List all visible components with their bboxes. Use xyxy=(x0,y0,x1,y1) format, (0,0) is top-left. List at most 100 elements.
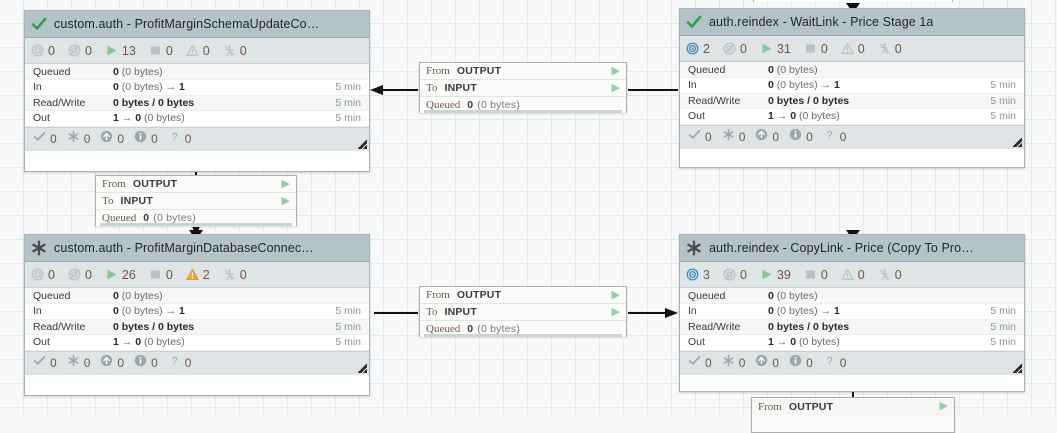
queued-count: 0 xyxy=(467,99,474,111)
connection-from-row[interactable]: From OUTPUT ▶ xyxy=(752,398,954,415)
processor-auth-reindex-waitlink[interactable]: auth.reindex - WaitLink - Price Stage 1a… xyxy=(679,8,1025,168)
connection-scrollbar[interactable] xyxy=(100,223,292,226)
processor-custom-auth-schema-update[interactable]: custom.auth - ProfitMarginSchemaUpdateCo… xyxy=(24,10,370,172)
right-triangle-icon[interactable]: ▶ xyxy=(281,177,290,190)
connection-label-bottom[interactable]: From OUTPUT ▶ To INPUT ▶ Queued 0 (0 byt… xyxy=(419,286,627,338)
right-triangle-icon[interactable]: ▶ xyxy=(611,288,620,301)
metric-label: Out xyxy=(25,334,105,351)
check-icon xyxy=(686,14,702,30)
connection-scrollbar[interactable] xyxy=(424,110,622,113)
connection-scrollbar[interactable] xyxy=(424,334,622,337)
metric-value: 0 (0 bytes) xyxy=(105,288,297,304)
processor-footer: 0 0 0 0 ?0 xyxy=(25,126,369,151)
disabled-icon xyxy=(223,268,236,281)
stat-value: 0 xyxy=(739,41,747,56)
to-value: INPUT xyxy=(120,195,153,207)
stat-value: 2 xyxy=(703,41,710,56)
metric-value: 1 → 0 (0 bytes) xyxy=(105,110,297,127)
processor-header[interactable]: auth.reindex - WaitLink - Price Stage 1a xyxy=(680,9,1024,36)
metric-label: Queued xyxy=(680,62,760,78)
right-triangle-icon[interactable]: ▶ xyxy=(611,64,620,77)
warning-icon xyxy=(840,42,854,55)
not-transmitting-icon xyxy=(723,42,736,55)
processor-title: custom.auth - ProfitMarginSchemaUpdateCo… xyxy=(54,17,320,31)
metric-value: 0 bytes / 0 bytes xyxy=(760,93,952,109)
processor-header[interactable]: auth.reindex - CopyLink - Price (Copy To… xyxy=(680,235,1024,262)
stopped-icon xyxy=(804,268,817,281)
connection-to-row[interactable]: To INPUT ▶ xyxy=(96,193,296,210)
right-triangle-icon[interactable]: ▶ xyxy=(611,305,620,318)
running-icon xyxy=(760,268,773,281)
svg-text:?: ? xyxy=(171,356,177,367)
metric-time xyxy=(297,64,369,80)
connection-to-row[interactable]: To INPUT ▶ xyxy=(420,304,626,321)
to-label: To xyxy=(426,306,438,318)
disabled-icon xyxy=(878,268,891,281)
metric-value: 0 bytes / 0 bytes xyxy=(105,95,297,111)
asterisk-icon xyxy=(722,354,735,372)
metric-time: 5 min xyxy=(952,334,1024,351)
stat-value: 0 xyxy=(165,267,173,282)
resize-handle[interactable] xyxy=(1013,363,1022,373)
footer-stat-info: 0 xyxy=(134,354,158,372)
to-value: INPUT xyxy=(444,306,477,318)
stat-transmitting: 2 xyxy=(686,42,710,56)
metric-label: In xyxy=(680,77,760,94)
connection-from-row[interactable]: From OUTPUT ▶ xyxy=(420,287,626,304)
footer-stat-processors: 0 xyxy=(722,128,745,146)
processor-auth-reindex-copylink[interactable]: auth.reindex - CopyLink - Price (Copy To… xyxy=(679,234,1025,392)
stat-value: 0 xyxy=(820,267,828,282)
resize-handle[interactable] xyxy=(358,363,367,373)
metric-time: 5 min xyxy=(952,93,1024,109)
transmitting-icon xyxy=(31,44,44,57)
processor-custom-auth-database-connec[interactable]: custom.auth - ProfitMarginDatabaseConnec… xyxy=(24,234,370,396)
stat-value: 13 xyxy=(121,43,136,58)
right-triangle-icon[interactable]: ▶ xyxy=(611,81,620,94)
up-arrow-circle-icon xyxy=(100,130,113,148)
footer-stat-unknown: ?0 xyxy=(823,128,846,146)
stat-stopped: 0 xyxy=(804,42,828,56)
stat-value: 31 xyxy=(776,41,791,56)
metric-time: 5 min xyxy=(297,334,369,351)
stopped-icon xyxy=(149,44,162,57)
stat-value: 0 xyxy=(84,267,92,282)
processor-footer: 0 0 0 0 ?0 xyxy=(680,124,1024,149)
stat-value: 0 xyxy=(894,41,902,56)
connection-label-mid-left[interactable]: From OUTPUT ▶ To INPUT ▶ Queued 0 (0 byt… xyxy=(95,175,297,227)
footer-stat-processors: 0 xyxy=(722,354,745,372)
metric-label: In xyxy=(680,303,760,320)
svg-text:?: ? xyxy=(826,356,832,367)
right-triangle-icon[interactable]: ▶ xyxy=(281,194,290,207)
footer-stat-info: 0 xyxy=(134,130,158,148)
resize-handle[interactable] xyxy=(358,139,367,149)
processor-header[interactable]: custom.auth - ProfitMarginSchemaUpdateCo… xyxy=(25,11,369,38)
connection-to-row[interactable]: To INPUT ▶ xyxy=(420,80,626,97)
processor-footer: 0 0 0 0 ?0 xyxy=(25,350,369,375)
metric-time: 5 min xyxy=(297,319,369,335)
running-icon xyxy=(105,268,118,281)
running-icon xyxy=(105,44,118,57)
processor-header[interactable]: custom.auth - ProfitMarginDatabaseConnec… xyxy=(25,235,369,262)
stopped-icon xyxy=(804,42,817,55)
stat-running: 39 xyxy=(760,268,791,282)
not-transmitting-icon xyxy=(68,268,81,281)
partial-processor-above[interactable] xyxy=(753,0,953,2)
footer-stat-up: 0 xyxy=(100,354,124,372)
stat-running: 26 xyxy=(105,268,136,282)
stat-value: 0 xyxy=(857,41,865,56)
processor-status-bar: 3 0 39 0 0 0 xyxy=(680,262,1024,288)
connection-label-bottom-right-partial[interactable]: From OUTPUT ▶ xyxy=(751,397,955,433)
right-triangle-icon[interactable]: ▶ xyxy=(939,400,948,412)
connection-label-top[interactable]: From OUTPUT ▶ To INPUT ▶ Queued 0 (0 byt… xyxy=(419,62,627,114)
connection-from-row[interactable]: From OUTPUT ▶ xyxy=(420,63,626,80)
resize-handle[interactable] xyxy=(1013,137,1022,147)
connection-from-row[interactable]: From OUTPUT ▶ xyxy=(96,176,296,193)
stat-disabled: 0 xyxy=(878,42,902,56)
warning-icon xyxy=(186,268,199,281)
